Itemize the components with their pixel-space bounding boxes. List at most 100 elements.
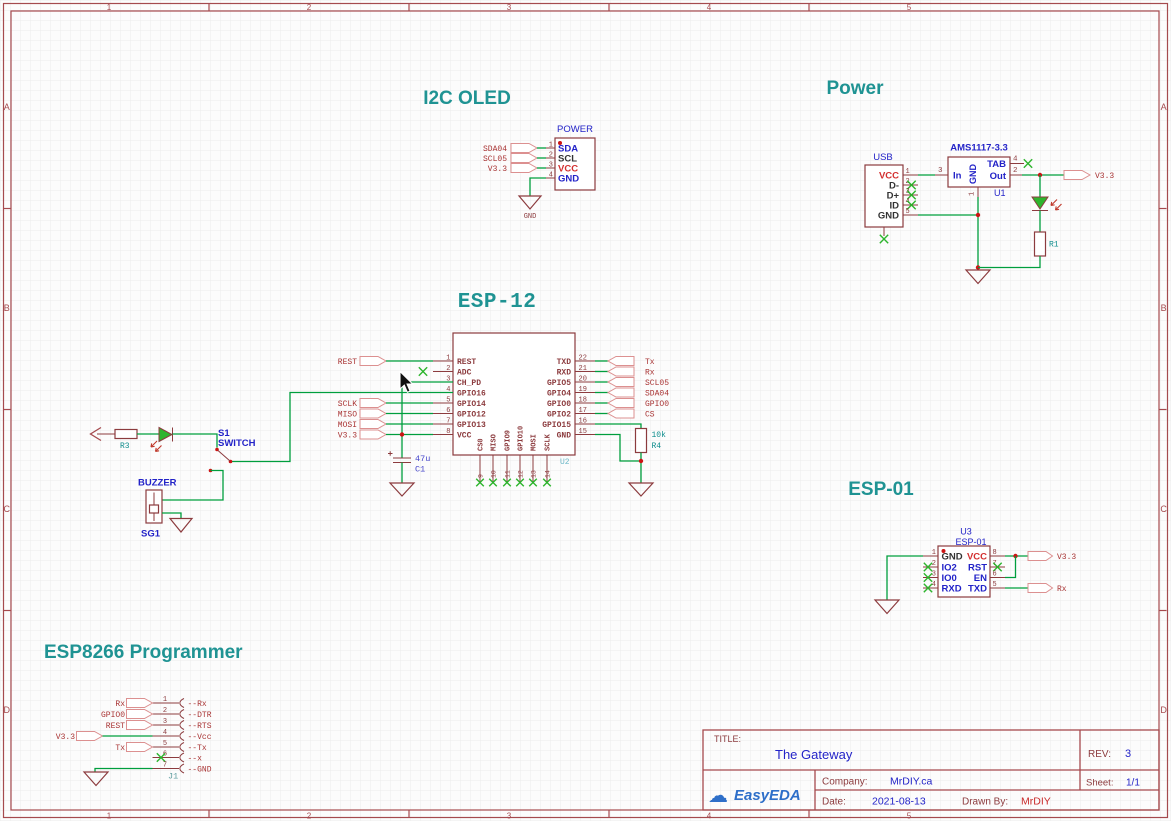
pin-net-label: --Rx <box>188 700 207 709</box>
usb-label: USB <box>873 152 893 163</box>
wire-gnd[interactable] <box>595 433 641 462</box>
net-flag[interactable] <box>126 720 154 730</box>
net-flag[interactable] <box>126 698 154 708</box>
net-label: SCL05 <box>483 155 507 164</box>
pin-net-label: --Vcc <box>188 733 212 742</box>
wire-en[interactable] <box>1005 556 1017 579</box>
net-flag[interactable] <box>606 356 635 366</box>
row-label: D <box>1160 705 1167 715</box>
gnd-symbol[interactable] <box>627 482 655 497</box>
pin-name: VCC <box>457 431 472 440</box>
pin-number: 4 <box>932 581 936 589</box>
usb-connector[interactable] <box>864 164 904 228</box>
gnd-symbol[interactable] <box>168 517 194 533</box>
pin-number: 6 <box>993 571 997 579</box>
pin-number: 15 <box>579 428 587 436</box>
regulator-u1[interactable] <box>947 156 1011 188</box>
net-flag-v33[interactable] <box>1027 551 1054 561</box>
resistor-r3[interactable] <box>114 428 138 440</box>
net-flag-v33[interactable] <box>1063 170 1092 180</box>
buzzer-sg1[interactable]: BUZZER SG1 <box>138 478 177 540</box>
net-flag[interactable] <box>606 377 635 387</box>
led-emission-arrows-icon <box>1050 199 1062 211</box>
net-flag[interactable] <box>606 408 635 419</box>
power-led-icon[interactable] <box>1031 196 1049 210</box>
x-stroke <box>418 366 428 377</box>
net-flag[interactable] <box>606 387 635 398</box>
column-label: 4 <box>707 3 712 12</box>
net-flag[interactable] <box>359 356 388 366</box>
resistor-r1[interactable] <box>1033 231 1047 257</box>
pin-number: 2 <box>1013 167 1018 175</box>
indicator-led-icon[interactable] <box>158 426 174 443</box>
junction-dot <box>975 212 981 218</box>
programmer-circuit[interactable]: 1--RxRx2--DTRGPIO03--RTSREST4--VccV3.35-… <box>56 696 212 787</box>
net-flag[interactable] <box>606 366 635 377</box>
net-label: V3.3 <box>1095 172 1114 181</box>
esp01-circuit[interactable]: U3 ESP-01 1GND2IO23IO04RXD8VCC7RST6EN5TX… <box>873 527 1076 615</box>
no-connect-x-icon <box>502 478 512 487</box>
pin-number: 19 <box>579 386 587 394</box>
no-connect-x-icon <box>923 572 933 583</box>
net-label: CS <box>645 410 655 419</box>
switch-blade[interactable] <box>217 450 231 462</box>
esp12-chip[interactable] <box>452 332 576 456</box>
no-connect-x-icon <box>528 478 538 487</box>
net-flag[interactable] <box>510 143 539 153</box>
net-arrow-icon[interactable] <box>89 426 102 442</box>
net-flag[interactable] <box>359 419 388 429</box>
net-flag-rx[interactable] <box>1027 583 1054 593</box>
net-flag[interactable] <box>510 163 539 173</box>
x-stroke <box>879 234 889 244</box>
pin-number: 17 <box>579 407 587 415</box>
junction-dot <box>399 432 405 437</box>
indicator-circuit[interactable]: R3 S1 SWITCH BUZZER SG1 <box>89 426 256 540</box>
esp01-chip[interactable] <box>937 545 991 598</box>
x-stroke <box>923 572 933 583</box>
resistor-r4[interactable]: 10k R4 <box>627 427 666 497</box>
power-circuit[interactable]: USB 1VCC2D-3D+4ID5GND 3 AMS1117-3.3 In G… <box>864 143 1114 285</box>
net-flag[interactable] <box>510 153 539 163</box>
rev-value: 3 <box>1125 748 1131 760</box>
socket-pin-icon <box>179 742 185 752</box>
wire-gpio16-switch[interactable] <box>231 391 454 463</box>
socket-pin-icon <box>179 720 185 730</box>
wire-gnd[interactable] <box>529 177 546 196</box>
pin-number: 7 <box>163 762 167 770</box>
gnd-symbol[interactable] <box>964 269 992 285</box>
gnd-symbol[interactable] <box>388 482 416 497</box>
gnd-symbol[interactable] <box>82 771 110 787</box>
net-flag[interactable] <box>359 408 388 419</box>
logo-text: EasyEDA <box>734 787 801 804</box>
wire-gnd[interactable] <box>94 767 153 773</box>
pin-name: GPIO15 <box>542 421 571 430</box>
gnd-symbol[interactable] <box>517 195 543 210</box>
wire-gnd[interactable] <box>886 555 923 600</box>
pin-name: IO2 <box>942 563 957 574</box>
gnd-symbol[interactable] <box>873 599 901 615</box>
net-flag[interactable] <box>359 429 388 440</box>
wire-switch-buzzer[interactable] <box>162 469 224 501</box>
no-connect-x-icon <box>923 562 933 572</box>
column-label: 5 <box>907 812 912 821</box>
capacitor-c1[interactable]: 47u C1 <box>388 451 430 497</box>
net-flag[interactable] <box>126 742 154 752</box>
net-flag[interactable] <box>359 398 388 408</box>
net-flag[interactable] <box>76 731 104 741</box>
wire-led-switch[interactable] <box>172 433 218 448</box>
net-flag[interactable] <box>126 709 154 719</box>
pin-number: 4 <box>1013 156 1018 164</box>
wire-buzzer-gnd[interactable] <box>162 512 182 519</box>
net-flag[interactable] <box>606 398 635 408</box>
wire-r1-gnd[interactable] <box>978 256 1041 269</box>
pin-name: TXD <box>557 358 572 367</box>
pin-number: 4 <box>163 729 167 737</box>
pin-net-label: --GND <box>188 766 212 775</box>
pin-number: 1 <box>446 355 450 363</box>
wire-gpio15-r4[interactable] <box>595 423 642 429</box>
column-label: 2 <box>307 3 312 12</box>
